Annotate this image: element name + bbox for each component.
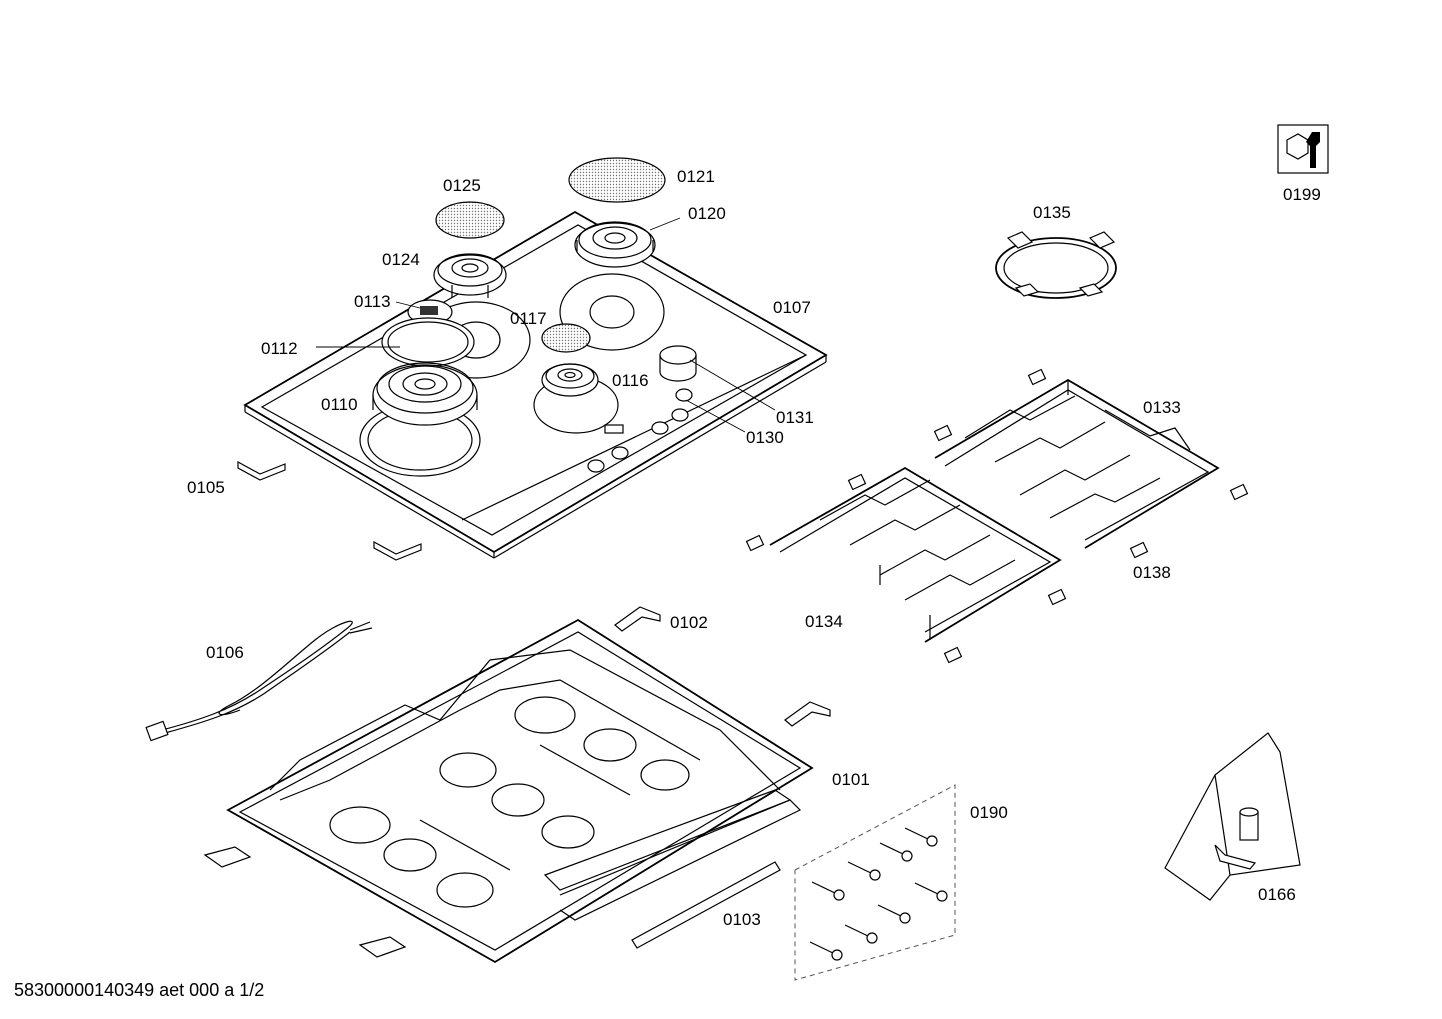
label-0106: 0106 — [206, 643, 244, 662]
hob-top-plate — [243, 210, 828, 559]
label-0134: 0134 — [805, 612, 843, 631]
wok-ring-0135 — [995, 231, 1117, 299]
burner-cap-0117 — [541, 323, 591, 353]
label-0117: 0117 — [510, 309, 547, 328]
label-0138: 0138 — [1133, 563, 1171, 582]
label-0133: 0133 — [1143, 398, 1181, 417]
burner-head-0116 — [541, 363, 599, 397]
label-0135: 0135 — [1033, 203, 1071, 222]
burner-head-0124 — [433, 253, 507, 298]
label-0124: 0124 — [382, 250, 420, 269]
label-0116: 0116 — [612, 371, 649, 390]
label-0125: 0125 — [443, 176, 481, 195]
label-0199: 0199 — [1283, 185, 1321, 204]
burner-ring-0112 — [381, 317, 475, 367]
fixing-clips-0105 — [237, 460, 422, 561]
burner-head-0120 — [574, 221, 656, 268]
label-0110: 0110 — [321, 395, 358, 414]
control-knob-0131 — [659, 345, 697, 382]
wrench-nut-icon — [1277, 124, 1329, 174]
label-0113: 0113 — [354, 292, 391, 311]
label-0103: 0103 — [723, 910, 761, 929]
leader-lines — [316, 217, 776, 433]
label-0190: 0190 — [970, 803, 1008, 822]
burner-head-0110 — [372, 362, 478, 426]
screw-set-0190 — [794, 784, 956, 981]
burner-cap-0125 — [435, 201, 505, 239]
label-0112: 0112 — [261, 339, 298, 358]
seal-strip-0103 — [631, 861, 781, 949]
label-0102: 0102 — [670, 613, 708, 632]
document-code: 58300000140349 aet 000 a 1/2 — [14, 980, 265, 1000]
label-0130: 0130 — [746, 428, 784, 447]
label-0131: 0131 — [776, 408, 814, 427]
label-0166: 0166 — [1258, 885, 1296, 904]
label-0101: 0101 — [832, 770, 870, 789]
gas-connector-kit-0166 — [1164, 732, 1301, 901]
pan-grid-0133 — [934, 378, 1220, 549]
label-0107: 0107 — [773, 298, 811, 317]
power-cable-0106 — [145, 620, 373, 742]
pan-grid-0134 — [769, 466, 1062, 643]
fixing-clips-0102 — [203, 606, 831, 958]
label-0120: 0120 — [688, 204, 726, 223]
label-0105: 0105 — [187, 478, 225, 497]
bottom-tray-0101 — [226, 618, 814, 964]
label-0121: 0121 — [677, 167, 715, 186]
burner-cap-0121 — [568, 157, 666, 203]
grid-feet-0138 — [745, 368, 1249, 664]
